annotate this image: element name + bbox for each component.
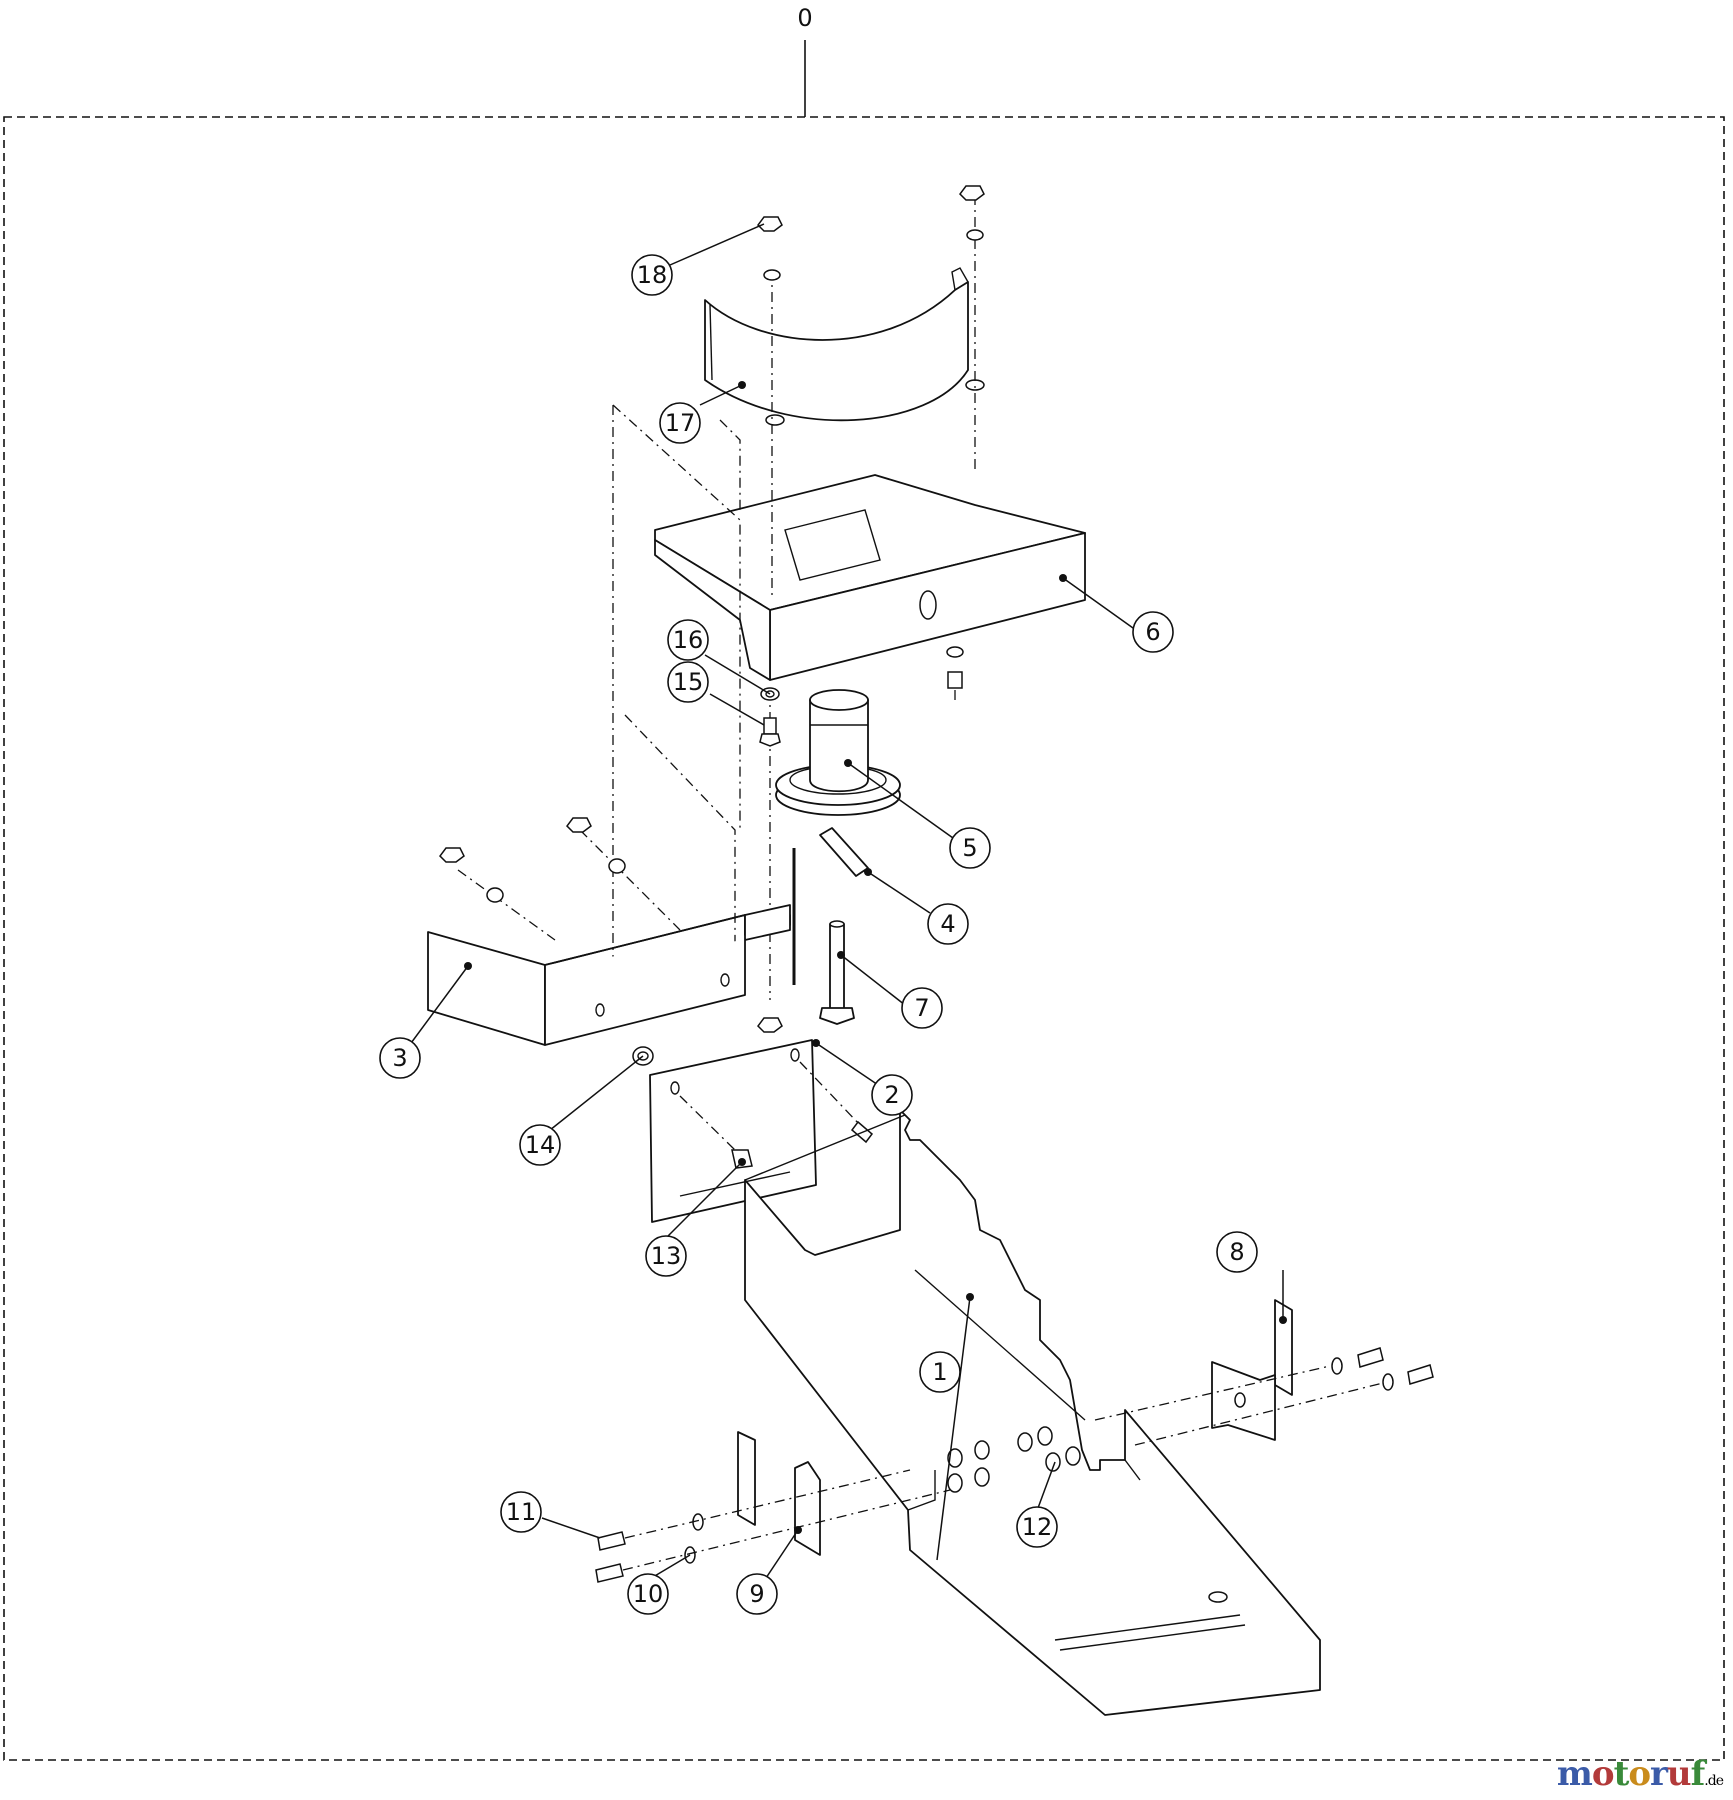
callout-18: 18 xyxy=(631,254,673,296)
svg-text:11: 11 xyxy=(506,1498,537,1526)
key-part-4 xyxy=(819,827,872,877)
svg-text:2: 2 xyxy=(884,1081,899,1109)
callout-13: 13 xyxy=(645,1235,687,1277)
assembly-boundary xyxy=(3,116,1725,1761)
callout-17: 17 xyxy=(659,402,701,444)
svg-text:3: 3 xyxy=(392,1044,407,1072)
callout-12: 12 xyxy=(1016,1506,1058,1548)
watermark-text: motoruf xyxy=(1556,1754,1706,1794)
bolt-part-15 xyxy=(759,717,781,747)
nut-stack-part-12 xyxy=(947,1426,1081,1493)
watermark-letter: u xyxy=(1666,1754,1692,1794)
side-bracket-part-3 xyxy=(427,904,791,1046)
watermark-letter: f xyxy=(1690,1754,1706,1794)
callout-8: 8 xyxy=(1216,1231,1258,1273)
callout-10: 10 xyxy=(627,1573,669,1615)
svg-text:9: 9 xyxy=(749,1580,764,1608)
svg-text:15: 15 xyxy=(673,668,704,696)
callout-14: 14 xyxy=(519,1124,561,1166)
callout-7: 7 xyxy=(901,987,943,1029)
bracket-3-hardware xyxy=(439,817,783,1033)
svg-text:16: 16 xyxy=(673,626,704,654)
callout-9: 9 xyxy=(736,1573,778,1615)
svg-text:6: 6 xyxy=(1145,618,1160,646)
watermark-letter: r xyxy=(1650,1754,1668,1794)
callout-4: 4 xyxy=(927,903,969,945)
callout-16: 16 xyxy=(667,619,709,661)
top-hardware-stack xyxy=(757,185,985,689)
callout-11: 11 xyxy=(500,1491,542,1533)
watermark-letter: o xyxy=(1591,1754,1615,1794)
bolt-part-13 xyxy=(731,1149,753,1169)
assembly-guide-lines xyxy=(457,195,976,1010)
svg-text:18: 18 xyxy=(637,261,668,289)
assembly-number-label: 0 xyxy=(797,4,812,32)
svg-text:4: 4 xyxy=(940,910,955,938)
svg-text:13: 13 xyxy=(651,1242,682,1270)
svg-text:14: 14 xyxy=(525,1131,556,1159)
bolt-part-11 xyxy=(595,1469,951,1583)
pulley-part-5 xyxy=(775,689,901,816)
svg-text:1: 1 xyxy=(932,1358,947,1386)
watermark-letter: m xyxy=(1556,1754,1593,1794)
belt-guard-part-17 xyxy=(704,267,985,426)
site-watermark: motoruf.de xyxy=(1556,1754,1724,1794)
watermark-letter: t xyxy=(1613,1754,1630,1794)
bracket-part-9 xyxy=(737,1431,821,1556)
callout-5: 5 xyxy=(949,827,991,869)
svg-text:17: 17 xyxy=(665,409,696,437)
callout-1: 1 xyxy=(919,1351,961,1393)
callout-6: 6 xyxy=(1132,611,1174,653)
callout-2: 2 xyxy=(871,1074,913,1116)
watermark-suffix: .de xyxy=(1704,1773,1724,1789)
svg-text:8: 8 xyxy=(1229,1238,1244,1266)
callout-3: 3 xyxy=(379,1037,421,1079)
mounting-plate-part-2 xyxy=(649,1039,874,1223)
callout-15: 15 xyxy=(667,661,709,703)
svg-text:5: 5 xyxy=(962,834,977,862)
watermark-letter: o xyxy=(1628,1754,1651,1794)
spindle-bolt-part-7 xyxy=(819,920,855,1025)
svg-text:7: 7 xyxy=(914,994,929,1022)
chute-part-1 xyxy=(744,1109,1321,1716)
upper-bracket-part-6 xyxy=(654,474,1086,681)
bracket-part-8 xyxy=(1211,1299,1293,1441)
svg-text:10: 10 xyxy=(633,1580,664,1608)
svg-text:12: 12 xyxy=(1022,1513,1053,1541)
right-bolts xyxy=(1094,1347,1434,1446)
